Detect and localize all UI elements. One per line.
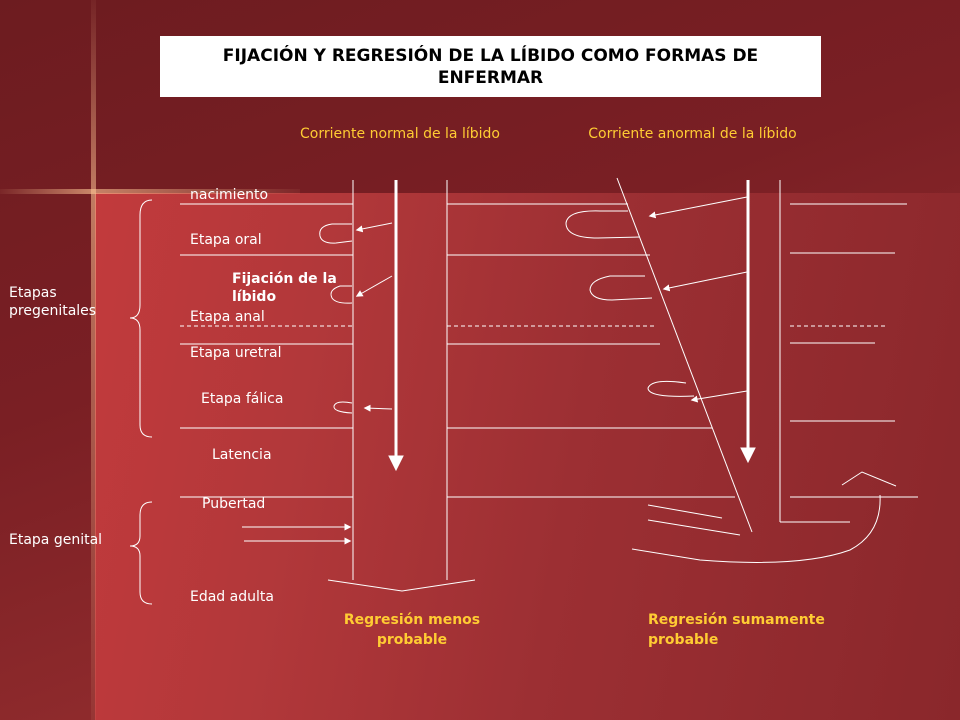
abnormal-channel-left-wall bbox=[616, 177, 753, 533]
normal-channel-bottom-v bbox=[327, 579, 476, 592]
stage-anal: Etapa anal bbox=[190, 309, 265, 325]
fixation-pocket-falica bbox=[333, 401, 353, 414]
group-genital: Etapa genital bbox=[9, 532, 103, 548]
footer-normal-regression: Regresión menos probable bbox=[343, 612, 481, 648]
decorative-glow-horizontal bbox=[0, 189, 300, 194]
decorative-glow-vertical bbox=[91, 0, 96, 720]
bracket-genital bbox=[129, 501, 153, 605]
fixation-pocket-oral bbox=[319, 223, 353, 244]
background-red-panel bbox=[95, 193, 960, 720]
title-box: FIJACIÓN Y REGRESIÓN DE LA LÍBIDO COMO F… bbox=[160, 36, 821, 97]
stage-latencia: Latencia bbox=[212, 447, 272, 463]
regression-return-curve bbox=[631, 494, 881, 563]
fixation-label: Fijación de la líbido bbox=[232, 271, 337, 305]
group-pregenitales: Etapas pregenitales bbox=[9, 285, 97, 319]
header-normal-current: Corriente normal de la líbido bbox=[300, 126, 500, 142]
stage-edad-adulta: Edad adulta bbox=[190, 589, 274, 605]
header-abnormal-current: Corriente anormal de la líbido bbox=[588, 126, 797, 142]
abnormal-pocket-oral bbox=[565, 210, 641, 239]
footer-abnormal-regression: Regresión sumamente probable bbox=[648, 612, 825, 648]
stage-falica: Etapa fálica bbox=[201, 391, 284, 407]
stage-uretral: Etapa uretral bbox=[190, 345, 282, 361]
regression-return-head bbox=[841, 471, 897, 487]
stage-nacimiento: nacimiento bbox=[190, 187, 269, 203]
stage-oral: Etapa oral bbox=[190, 232, 262, 248]
page-title: FIJACIÓN Y REGRESIÓN DE LA LÍBIDO COMO F… bbox=[222, 45, 759, 88]
bracket-pregenitales bbox=[129, 199, 153, 438]
abnormal-pocket-falica bbox=[647, 380, 695, 397]
fixation-pocket-anal bbox=[330, 285, 353, 304]
abnormal-pocket-anal bbox=[589, 275, 653, 301]
stage-pubertad: Pubertad bbox=[202, 496, 266, 512]
